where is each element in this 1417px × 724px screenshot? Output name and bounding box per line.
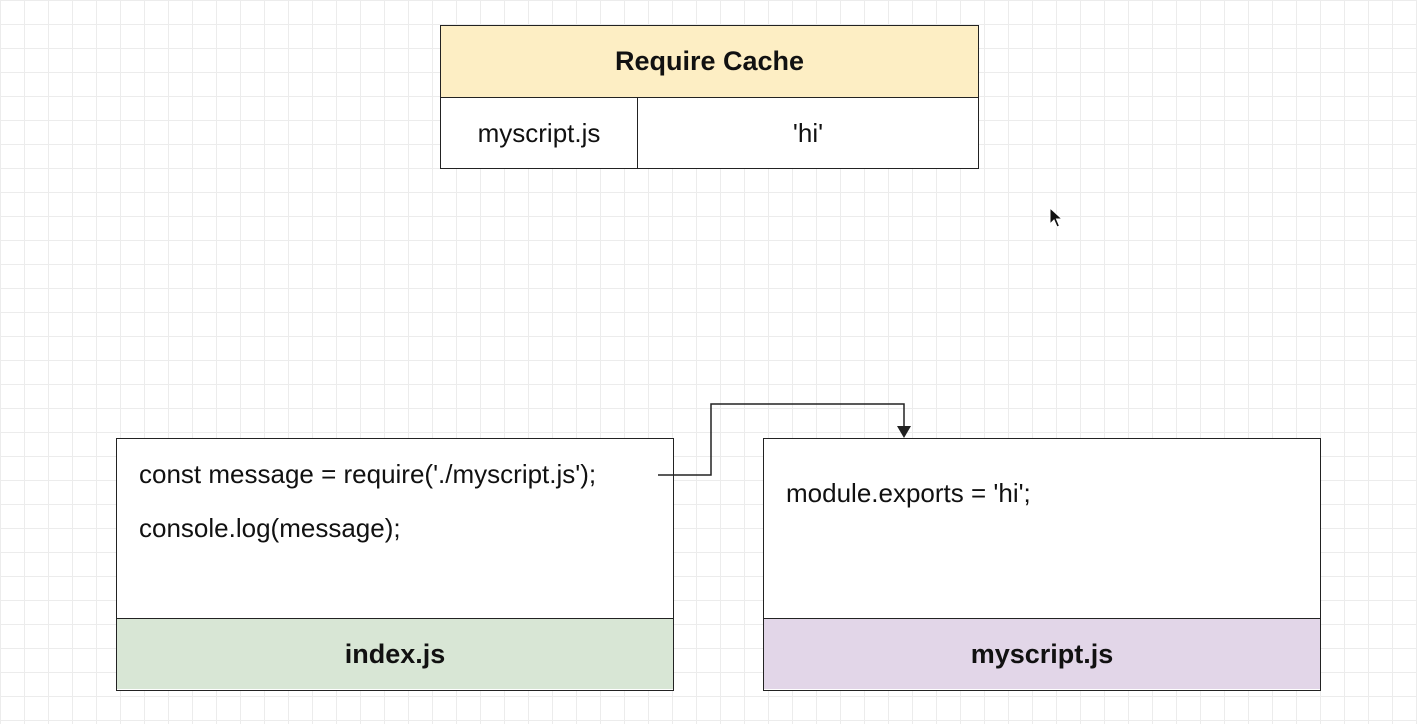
myscript-js-code-line-exports: module.exports = 'hi'; [786, 478, 1031, 508]
require-cache-table: Require Cache myscript.js 'hi' [440, 25, 979, 169]
require-cache-row: myscript.js 'hi' [441, 98, 978, 168]
index-js-box: const message = require('./myscript.js')… [116, 438, 674, 691]
require-cache-key: myscript.js [441, 98, 638, 168]
index-js-code-line-require: const message = require('./myscript.js')… [139, 459, 597, 489]
require-cache-title: Require Cache [441, 26, 978, 98]
myscript-js-label: myscript.js [764, 619, 1320, 689]
arrow-down-icon [897, 426, 911, 438]
mouse-pointer-icon [1049, 207, 1063, 228]
myscript-js-code: module.exports = 'hi'; [764, 439, 1320, 619]
index-js-code-line-log: console.log(message); [139, 513, 401, 543]
index-js-label: index.js [117, 619, 673, 689]
index-js-code: const message = require('./myscript.js')… [117, 439, 673, 619]
myscript-js-box: module.exports = 'hi'; myscript.js [763, 438, 1321, 691]
require-cache-value: 'hi' [792, 117, 824, 148]
